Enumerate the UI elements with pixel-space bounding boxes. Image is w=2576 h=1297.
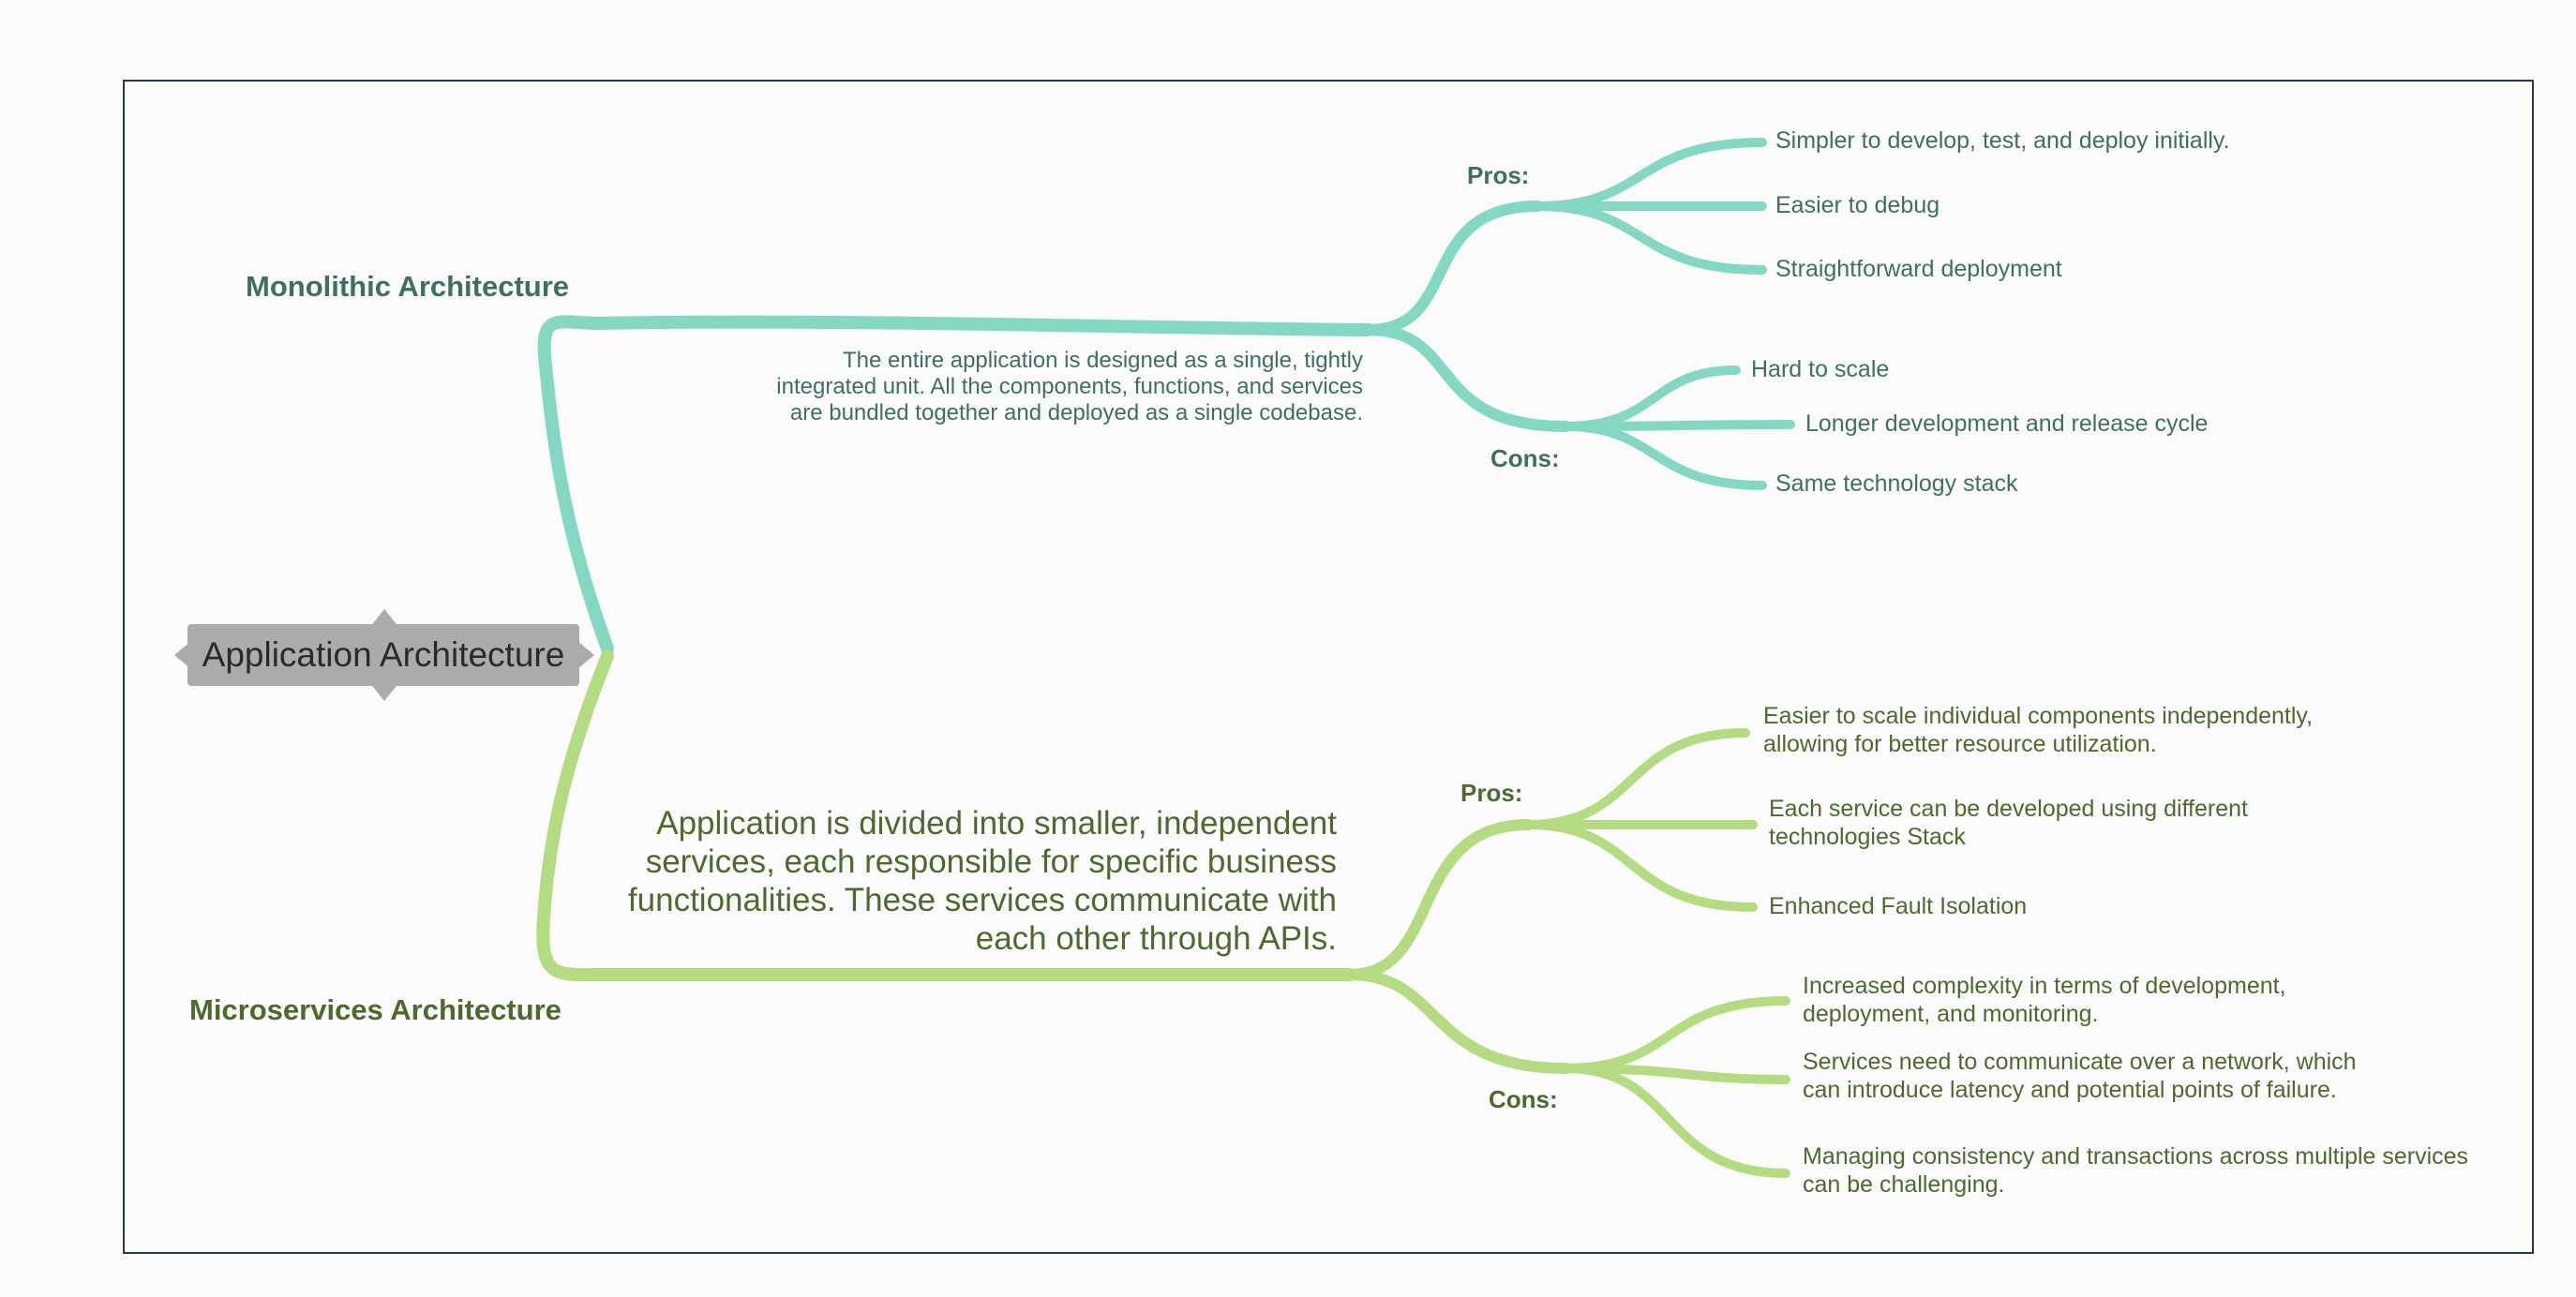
branch-micro-cons (1344, 969, 1571, 1074)
branch-micro-pro-3 (1523, 820, 1758, 912)
microservices-cons-label[interactable]: Cons: (1489, 1085, 1558, 1113)
monolithic-pros-label[interactable]: Pros: (1467, 161, 1530, 189)
leaf-line: Services need to communicate over a netw… (1803, 1049, 2357, 1075)
branch-monolithic-pros (1363, 201, 1543, 335)
root-bottom-diamond (369, 682, 399, 701)
microservices-pro-item[interactable]: Easier to scale individual components in… (1763, 702, 2313, 758)
branch-root-to-monolithic (537, 315, 614, 655)
microservices-description-line: Application is divided into smaller, ind… (656, 805, 1337, 842)
monolithic-description-line: integrated unit. All the components, fun… (776, 374, 1363, 399)
leaf-line: Easier to scale individual components in… (1763, 703, 2314, 729)
microservices-con-item[interactable]: Increased complexity in terms of develop… (1803, 972, 2286, 1028)
leaf-line: deployment, and monitoring. (1803, 1001, 2099, 1027)
monolithic-cons-label[interactable]: Cons: (1490, 444, 1560, 472)
monolithic-pro-item[interactable]: Easier to debug (1775, 192, 1940, 218)
root-left-diamond (174, 641, 191, 669)
monolithic-con-item[interactable]: Longer development and release cycle (1805, 410, 2209, 437)
branch-micro-con-2 (1561, 1064, 1790, 1084)
leaf-line: allowing for better resource utilization… (1763, 731, 2157, 757)
microservices-title[interactable]: Microservices Architecture (189, 993, 562, 1026)
branch-micro-pro-1 (1523, 728, 1750, 829)
microservices-description-line: each other through APIs. (975, 920, 1337, 957)
leaf-line: technologies Stack (1769, 824, 1966, 850)
branch-mono-con-3 (1561, 422, 1767, 490)
monolithic-title[interactable]: Monolithic Architecture (246, 270, 570, 303)
microservices-description-line: services, each responsible for specific … (645, 843, 1337, 880)
root-top-diamond (369, 609, 399, 628)
monolithic-description: The entire application is designed as a … (776, 348, 1363, 426)
branch-micro-con-1 (1561, 996, 1790, 1073)
branch-root-to-microservices (536, 649, 614, 982)
microservices-pros-label[interactable]: Pros: (1460, 779, 1523, 807)
microservices-description: Application is divided into smaller, ind… (628, 804, 1337, 958)
branch-monolithic-cons (1363, 324, 1571, 432)
microservices-con-item[interactable]: Managing consistency and transactions ac… (1803, 1142, 2468, 1199)
leaf-line: Each service can be developed using diff… (1769, 796, 2248, 822)
branch-mono-pro-1 (1533, 138, 1767, 211)
monolithic-description-line: are bundled together and deployed as a s… (789, 400, 1363, 425)
branch-mono-con-1 (1561, 365, 1741, 431)
monolithic-con-item[interactable]: Same technology stack (1775, 470, 2018, 497)
microservices-pro-item[interactable]: Enhanced Fault Isolation (1769, 892, 2027, 920)
branch-monolithic-main (593, 315, 1375, 336)
leaf-line: Enhanced Fault Isolation (1769, 893, 2028, 919)
monolithic-description-line: The entire application is designed as a … (843, 348, 1363, 373)
branch-micro-pros (1344, 819, 1534, 980)
monolithic-pro-item[interactable]: Simpler to develop, test, and deploy ini… (1775, 127, 2230, 154)
root-node[interactable]: Application Architecture (187, 624, 579, 686)
canvas-frame (123, 80, 2534, 1254)
leaf-line: Increased complexity in terms of develop… (1803, 973, 2286, 999)
leaf-line: can introduce latency and potential poin… (1803, 1077, 2337, 1103)
monolithic-con-item[interactable]: Hard to scale (1751, 356, 1890, 382)
branch-micro-con-3 (1561, 1064, 1790, 1178)
leaf-line: Managing consistency and transactions ac… (1803, 1143, 2469, 1170)
root-right-diamond (577, 641, 594, 669)
microservices-pro-item[interactable]: Each service can be developed using diff… (1769, 795, 2248, 851)
monolithic-pro-item[interactable]: Straightforward deployment (1775, 256, 2062, 282)
leaf-line: can be challenging. (1803, 1171, 2005, 1198)
microservices-description-line: functionalities. These services communic… (627, 882, 1337, 918)
microservices-con-item[interactable]: Services need to communicate over a netw… (1803, 1048, 2357, 1104)
branch-mono-pro-3 (1533, 201, 1767, 275)
